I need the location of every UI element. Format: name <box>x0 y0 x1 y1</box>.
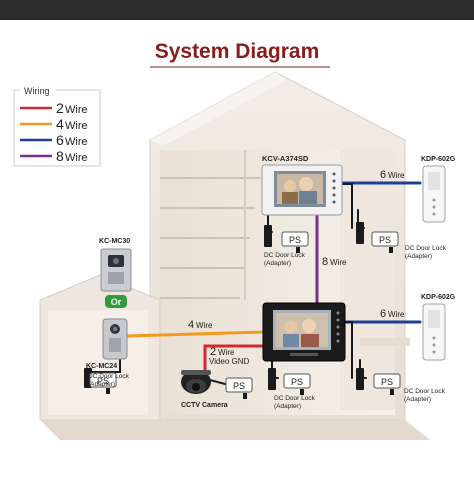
wire-label-num: 4 <box>188 319 194 331</box>
door-lock-label-line1: DC Door Lock <box>264 252 306 259</box>
wire-label-4: 4 Wire <box>188 319 213 331</box>
door-lock-labels: DC Door Lock (Adapter) DC Door Lock (Ada… <box>88 245 447 410</box>
legend-unit-8: Wire <box>65 152 88 164</box>
door-lock-label-line2: (Adapter) <box>274 403 301 410</box>
ps-label: PS <box>233 381 245 391</box>
legend-num-6: 6 <box>56 132 64 148</box>
wire-label-num: 2 <box>210 346 216 358</box>
wire-label-num: 8 <box>322 256 328 268</box>
ps-label: PS <box>379 235 391 245</box>
power-supplies: PS PS PS PS PS PS <box>89 231 401 393</box>
ps-box-bottom-left: PS <box>283 373 311 389</box>
legend-num-2: 2 <box>56 100 64 116</box>
ps-box-door: PS <box>89 372 117 388</box>
wire-4-door <box>123 330 267 338</box>
legend-unit-2: Wire <box>65 104 88 116</box>
legend-heading: Wiring <box>24 86 50 96</box>
wiring-legend: Wiring 2 Wire 4 Wire 6 Wire 8 Wire <box>13 84 101 167</box>
kc-mc24-unit: KC-MC24 <box>86 318 128 370</box>
door-lock-label-line1: DC Door Lock <box>88 373 130 380</box>
wire-label-num: 6 <box>380 169 386 181</box>
kdp-bottom-label: KDP-602G <box>421 294 456 301</box>
door-lock-label-line1: DC Door Lock <box>404 388 446 395</box>
door-lock-label-line2: (Adapter) <box>405 253 432 260</box>
monitor-bottom-unit <box>262 302 346 362</box>
kc-mc30-unit: KC-MC30 Or <box>99 238 132 308</box>
wire-label-unit: Wire <box>218 348 235 357</box>
kc-mc30-label: KC-MC30 <box>99 238 130 245</box>
cctv-label: CCTV Camera <box>181 402 228 409</box>
wire-label-unit: Wire <box>330 258 347 267</box>
door-locks <box>84 222 364 390</box>
power-plugs <box>106 247 394 399</box>
ps-box-top-right: PS <box>371 231 399 247</box>
monitor-top-unit: KCV-A374SD <box>261 154 343 216</box>
or-badge <box>105 295 127 308</box>
door-lock-label-line2: (Adapter) <box>88 381 115 388</box>
kc-mc24-label: KC-MC24 <box>86 363 117 370</box>
door-lock-label-line1: DC Door Lock <box>274 395 316 402</box>
ps-label: PS <box>381 377 393 387</box>
wire-label-num: 6 <box>380 308 386 320</box>
ps-box-bottom-right: PS <box>373 373 401 389</box>
ps-box-top-left: PS <box>281 231 309 247</box>
wire-label-2: 2 Wire Video GND <box>209 346 250 366</box>
door-lock-label-line2: (Adapter) <box>404 396 431 403</box>
ps-label: PS <box>291 377 303 387</box>
diagram-title: System Diagram <box>155 40 320 63</box>
wire-label-extra: Video GND <box>209 357 250 366</box>
ps-label: PS <box>289 235 301 245</box>
legend-unit-4: Wire <box>65 120 88 132</box>
wire-2-cctv <box>203 344 266 374</box>
door-lock-label-line2: (Adapter) <box>264 260 291 267</box>
kdp-602g-top-unit: KDP-602G <box>421 156 456 223</box>
wire-label-unit: Wire <box>388 310 405 319</box>
kdp-602g-bottom-unit: KDP-602G <box>421 294 456 361</box>
top-band <box>0 0 474 20</box>
monitor-top-label: KCV-A374SD <box>262 154 309 163</box>
wire-label-8: 8 Wire <box>322 256 347 268</box>
kdp-top-label: KDP-602G <box>421 156 456 163</box>
wire-count-labels: 6 Wire 8 Wire 6 Wire 4 Wire 2 Wire Video… <box>188 169 405 366</box>
wire-label-6-bottom: 6 Wire <box>380 308 405 320</box>
ps-box-cctv: PS <box>225 377 253 393</box>
ps-label: PS <box>97 376 109 386</box>
legend-num-4: 4 <box>56 116 64 132</box>
legend-unit-6: Wire <box>65 136 88 148</box>
or-badge-text: Or <box>111 297 122 307</box>
door-lock-label-line1: DC Door Lock <box>405 245 447 252</box>
wire-label-unit: Wire <box>196 321 213 330</box>
cctv-camera-unit: CCTV Camera <box>181 370 228 409</box>
wire-label-unit: Wire <box>388 171 405 180</box>
wire-label-6-top: 6 Wire <box>380 169 405 181</box>
legend-num-8: 8 <box>56 148 64 164</box>
